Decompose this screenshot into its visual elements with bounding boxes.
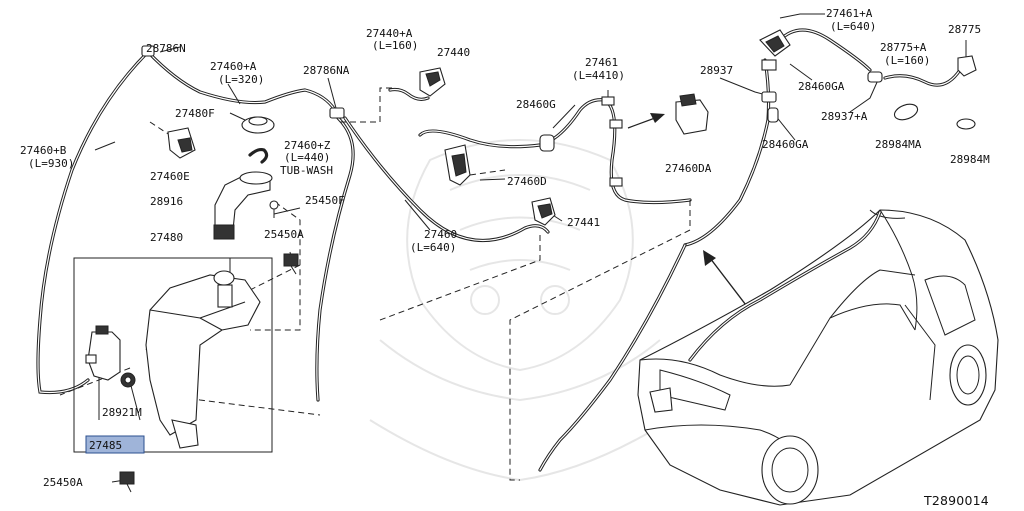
clip-27461-b xyxy=(609,119,623,129)
cap-28984M xyxy=(956,118,976,130)
label-28916: 28916 xyxy=(150,195,183,208)
label-27440: 27440 xyxy=(437,46,470,59)
watermark-emblem xyxy=(369,139,671,482)
valve-28460G xyxy=(539,134,555,152)
diagram-ref-code: T2890014 xyxy=(923,493,989,508)
label-27460A: 27460+A xyxy=(210,60,257,73)
direction-arrows xyxy=(627,113,766,331)
pump-27485 xyxy=(85,325,121,381)
label-27440A: 27440+A xyxy=(366,27,413,40)
hose-lines xyxy=(36,28,962,472)
nozzle-27440 xyxy=(419,67,446,97)
clip-27460E xyxy=(167,127,196,159)
clip-27461 xyxy=(601,96,615,106)
part-labels: 28786N 27460+A (L=320) 28786NA 27440+A (… xyxy=(20,7,990,508)
label-27485: 27485 xyxy=(89,439,122,452)
label-27460B-len: (L=930) xyxy=(28,157,74,170)
label-28775A-len: (L=160) xyxy=(884,54,930,67)
label-28984MA: 28984MA xyxy=(875,138,922,151)
label-27461-len: (L=4410) xyxy=(572,69,625,82)
joint-28937A xyxy=(867,71,883,83)
tank-27480 xyxy=(145,270,261,449)
label-25450A-2: 25450A xyxy=(43,476,83,489)
label-28937A: 28937+A xyxy=(821,110,868,123)
label-28984M: 28984M xyxy=(950,153,990,166)
nozzle-rear xyxy=(759,29,791,71)
highlight-27485 xyxy=(85,435,145,454)
label-27460-len: (L=640) xyxy=(410,241,456,254)
label-27441: 27441 xyxy=(567,216,600,229)
valve-28460GA-b xyxy=(767,107,779,123)
label-28775: 28775 xyxy=(948,23,981,36)
label-27460D: 27460D xyxy=(507,175,547,188)
vehicle-outline xyxy=(637,209,999,506)
joint-28937 xyxy=(761,91,777,103)
label-27460DA: 27460DA xyxy=(665,162,712,175)
grommet-27460DA xyxy=(675,93,709,135)
grommet-28921M xyxy=(120,372,136,388)
clip-27461-c xyxy=(609,177,623,187)
label-27460B: 27460+B xyxy=(20,144,67,157)
nozzle-27441 xyxy=(531,197,556,226)
label-27461A-len: (L=640) xyxy=(830,20,876,33)
label-27460E: 27460E xyxy=(150,170,190,183)
bolt-25450A-upper xyxy=(283,253,299,275)
label-27461: 27461 xyxy=(585,56,618,69)
label-27460Z: 27460+Z xyxy=(284,139,331,152)
clip-27460D xyxy=(444,144,471,186)
filler-28916 xyxy=(213,171,273,240)
cap-28984MA xyxy=(893,103,919,121)
label-27460A-len: (L=320) xyxy=(218,73,264,86)
label-28460GA-1: 28460GA xyxy=(798,80,845,93)
label-28775A: 28775+A xyxy=(880,41,927,54)
label-28921M: 28921M xyxy=(102,406,142,419)
label-28460G: 28460G xyxy=(516,98,556,111)
cap-27480F xyxy=(241,116,275,134)
bolt-25450A-lower xyxy=(119,471,135,493)
label-28786NA: 28786NA xyxy=(303,64,350,77)
label-27460: 27460 xyxy=(424,228,457,241)
label-28937: 28937 xyxy=(700,64,733,77)
label-27460Z-note: TUB-WASH xyxy=(280,164,333,177)
bolt-25450F xyxy=(269,200,279,218)
label-27480F: 27480F xyxy=(175,107,215,120)
nozzle-28775 xyxy=(957,55,977,77)
label-28460GA-2: 28460GA xyxy=(762,138,809,151)
label-25450A-1: 25450A xyxy=(264,228,304,241)
label-27461A: 27461+A xyxy=(826,7,873,20)
joint-28786N xyxy=(141,45,155,57)
label-27480: 27480 xyxy=(150,231,183,244)
tank-group-frame xyxy=(73,257,273,453)
joint-28786NA xyxy=(329,107,345,119)
label-27460Z-len: (L=440) xyxy=(284,151,330,164)
label-25450F: 25450F xyxy=(305,194,345,207)
parts xyxy=(73,29,977,493)
label-27440A-len: (L=160) xyxy=(372,39,418,52)
label-28786N: 28786N xyxy=(146,42,186,55)
